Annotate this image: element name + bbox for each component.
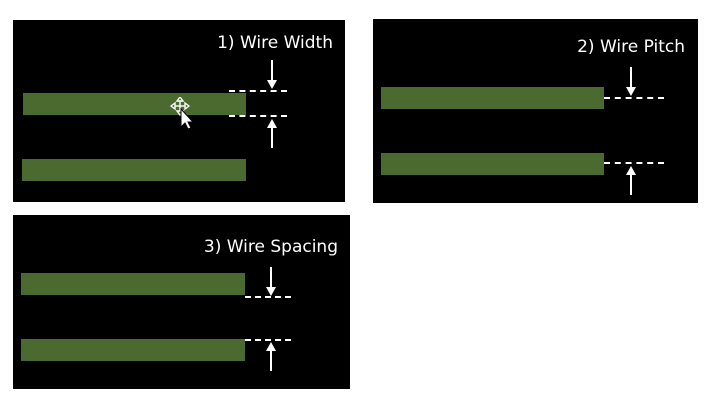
arrow-up-icon [623,165,639,195]
arrow-down-icon [623,67,639,97]
wire-pitch-panel: 2) Wire Pitch [373,19,698,203]
arrow-up-icon [264,118,280,148]
arrow-up-icon [263,341,279,371]
dimension-line-top [229,90,287,92]
dimension-line-bottom [245,339,291,341]
move-cursor-icon [169,95,196,133]
wire-bottom [381,153,604,175]
dimension-line-bottom [229,115,287,117]
wire-top [23,93,246,115]
arrow-down-icon [263,267,279,297]
wire-bottom [22,159,246,181]
dimension-line-bottom [604,162,664,164]
wire-bottom [21,339,245,361]
panel-title: 2) Wire Pitch [577,37,685,57]
wire-spacing-panel: 3) Wire Spacing [13,215,350,389]
wire-top [21,273,245,295]
panel-title: 1) Wire Width [217,33,333,53]
panel-title: 3) Wire Spacing [203,237,338,257]
wire-top [381,87,604,109]
dimension-line-top [245,296,291,298]
arrow-down-icon [264,60,280,90]
dimension-line-top [604,97,664,99]
wire-width-panel: 1) Wire Width [13,20,345,202]
